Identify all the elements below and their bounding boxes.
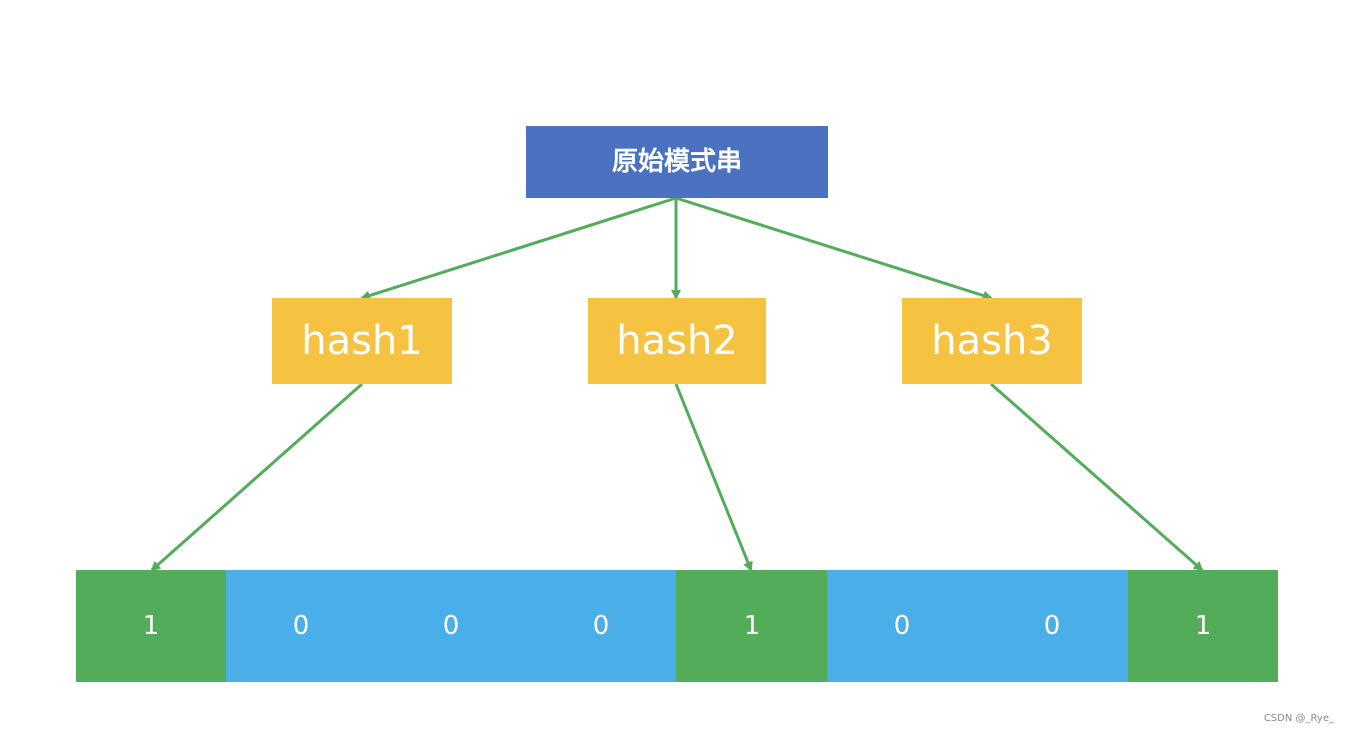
hash-node-1: hash1 — [272, 298, 452, 384]
root-label: 原始模式串 — [612, 147, 742, 177]
root-node: 原始模式串 — [526, 126, 828, 198]
arrow-hash3-to-cell — [990, 382, 1204, 572]
bit-cell — [827, 570, 978, 682]
arrow-hash1-to-cell — [150, 382, 363, 572]
bit-value: 1 — [1195, 611, 1212, 641]
bit-value: 0 — [1044, 611, 1061, 641]
hash3-label: hash3 — [931, 318, 1053, 364]
hash2-label: hash2 — [616, 318, 738, 364]
bit-value: 0 — [894, 611, 911, 641]
bit-cell — [76, 570, 227, 682]
hash1-label: hash1 — [301, 318, 423, 364]
watermark: CSDN @_Rye_ — [1263, 713, 1334, 724]
bit-cell — [376, 570, 527, 682]
bit-cell — [676, 570, 828, 682]
bit-value: 0 — [443, 611, 460, 641]
hash3-box — [902, 298, 1082, 384]
arrows — [150, 196, 1204, 572]
arrow-root-to-hash3 — [675, 196, 993, 301]
bit-array: 1 0 0 0 1 0 0 1 — [76, 570, 1278, 682]
bit-value: 1 — [143, 611, 160, 641]
hash1-box — [272, 298, 452, 384]
hash2-box — [588, 298, 766, 384]
hash-node-2: hash2 — [588, 298, 766, 384]
bit-value: 0 — [293, 611, 310, 641]
bit-cell — [1128, 570, 1278, 682]
arrow-hash2-to-cell — [674, 383, 753, 572]
arrow-root-to-hash1 — [360, 196, 677, 301]
bit-cell — [226, 570, 377, 682]
bit-value: 0 — [593, 611, 610, 641]
bit-value: 1 — [744, 611, 761, 641]
root-box — [526, 126, 828, 198]
bit-cell — [526, 570, 677, 682]
hash-node-3: hash3 — [902, 298, 1082, 384]
bit-cell — [977, 570, 1129, 682]
